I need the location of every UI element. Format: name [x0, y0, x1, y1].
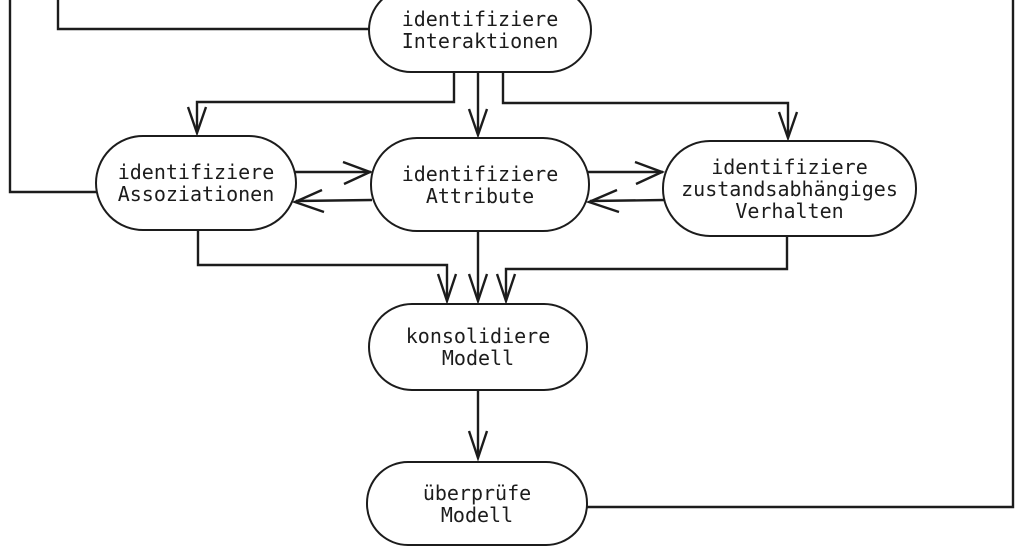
edge-konsolidiere-to-ueberpruefe: [467, 388, 489, 462]
node-ueberpruefe-modell: überprüfe Modell: [366, 461, 588, 546]
edge-ueberpruefe-feedback-loop: [586, 0, 1015, 509]
edge-assoziationen-to-attribute: [294, 160, 374, 186]
edge-attribute-to-assoziationen: [291, 188, 373, 214]
node-label-line: überprüfe: [422, 480, 532, 505]
edge-offscreen-to-assoziationen: [8, 0, 99, 194]
node-label-line: Attribute: [425, 183, 535, 208]
node-identifiziere-zustandsabhaengiges-verhalten: identifiziere zustandsabhängiges Verhalt…: [662, 140, 917, 237]
edge-interaktionen-to-verhalten: [501, 70, 799, 142]
node-label-line: identifiziere: [711, 154, 868, 179]
node-label-line: identifiziere: [401, 7, 559, 31]
node-label-line: identifiziere: [401, 161, 559, 186]
node-label-line: Assoziationen: [117, 182, 275, 206]
edge-assoziationen-to-konsolidiere: [196, 228, 458, 305]
node-konsolidiere-modell: konsolidiere Modell: [368, 303, 588, 391]
node-identifiziere-attribute: identifiziere Attribute: [370, 137, 590, 232]
node-identifiziere-interaktionen: identifiziere Interaktionen: [368, 0, 592, 73]
node-label-line: zustandsabhängiges: [681, 176, 898, 201]
edge-interaktionen-to-attribute: [467, 70, 489, 139]
edge-attribute-to-verhalten: [588, 160, 666, 186]
edge-attribute-to-konsolidiere: [467, 229, 489, 305]
edge-verhalten-to-konsolidiere: [495, 234, 789, 305]
node-label-line: konsolidiere: [405, 324, 551, 348]
edge-interaktionen-to-assoziationen: [186, 70, 456, 137]
node-label-line: Verhalten: [735, 198, 844, 223]
node-label-line: Modell: [440, 502, 514, 527]
node-identifiziere-assoziationen: identifiziere Assoziationen: [95, 135, 297, 231]
edge-verhalten-to-attribute: [585, 188, 665, 214]
node-label-line: identifiziere: [117, 160, 275, 184]
edge-offscreen-to-interaktionen: [56, 0, 372, 31]
node-label-line: Interaktionen: [401, 29, 559, 53]
node-label-line: Modell: [441, 346, 515, 370]
